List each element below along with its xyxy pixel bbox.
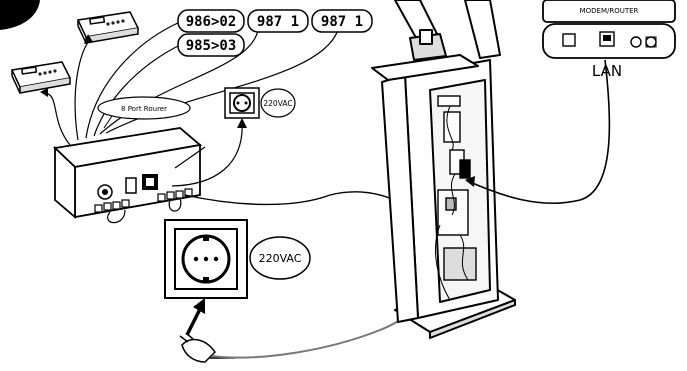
- modem-router: MODEM/ROUTER LAN: [542, 0, 676, 80]
- plug-arrow-head: [193, 298, 205, 314]
- lcd-text-3: 987 1: [257, 14, 299, 30]
- arrow-head-display-left: [40, 88, 48, 97]
- large-outlet: [164, 219, 248, 299]
- lcd-text-1: 986>02: [186, 14, 237, 30]
- port-loop-left: [107, 209, 126, 224]
- modem-port-1: [562, 33, 576, 47]
- router-front-panel: [94, 174, 193, 213]
- power-switch-icon: [125, 177, 137, 194]
- arrow-head-display-top: [84, 34, 93, 44]
- large-outlet-label: 220VAC: [259, 252, 302, 265]
- display-device-top: [76, 11, 140, 44]
- router-label: 8 Port Rourer: [121, 105, 167, 113]
- modem-kiosk-cable: [469, 59, 611, 204]
- modem-led-1: [630, 36, 642, 48]
- modem-title: MODEM/ROUTER: [580, 7, 639, 15]
- port-loop-right: [168, 197, 182, 212]
- arrow-head-small-outlet: [237, 118, 247, 128]
- display-device-left: [10, 61, 72, 94]
- corner-logo: [0, 0, 40, 30]
- modem-led-2: [645, 36, 657, 48]
- kiosk-internal-wires: [434, 105, 469, 301]
- arrow-to-router-front: [174, 146, 206, 169]
- small-outlet: [224, 87, 260, 119]
- router-ports-left: [94, 199, 130, 213]
- lcd-text-2: 985>03: [186, 38, 237, 54]
- small-outlet-cable: [171, 119, 243, 187]
- lcd-readout-2: 985>03: [177, 33, 245, 57]
- small-outlet-label: 220VAC: [263, 99, 292, 108]
- plug-cable: [211, 309, 411, 359]
- large-outlet-label-bubble: 220VAC: [249, 236, 311, 280]
- lcd-text-4: 987 1: [321, 14, 363, 30]
- lcd-readout-1: 986>02: [177, 9, 245, 33]
- lan-label: LAN: [592, 62, 622, 80]
- kiosk-internal-components: [437, 95, 477, 281]
- router-label-bubble: 8 Port Rourer: [97, 96, 191, 129]
- arrow-head-kiosk-lan: [465, 176, 475, 187]
- small-outlet-label-bubble: 220VAC: [260, 88, 296, 118]
- lcd-readout-3: 987 1: [247, 9, 309, 33]
- router-ports-right: [157, 188, 193, 202]
- lcd-readout-4: 987 1: [311, 9, 373, 33]
